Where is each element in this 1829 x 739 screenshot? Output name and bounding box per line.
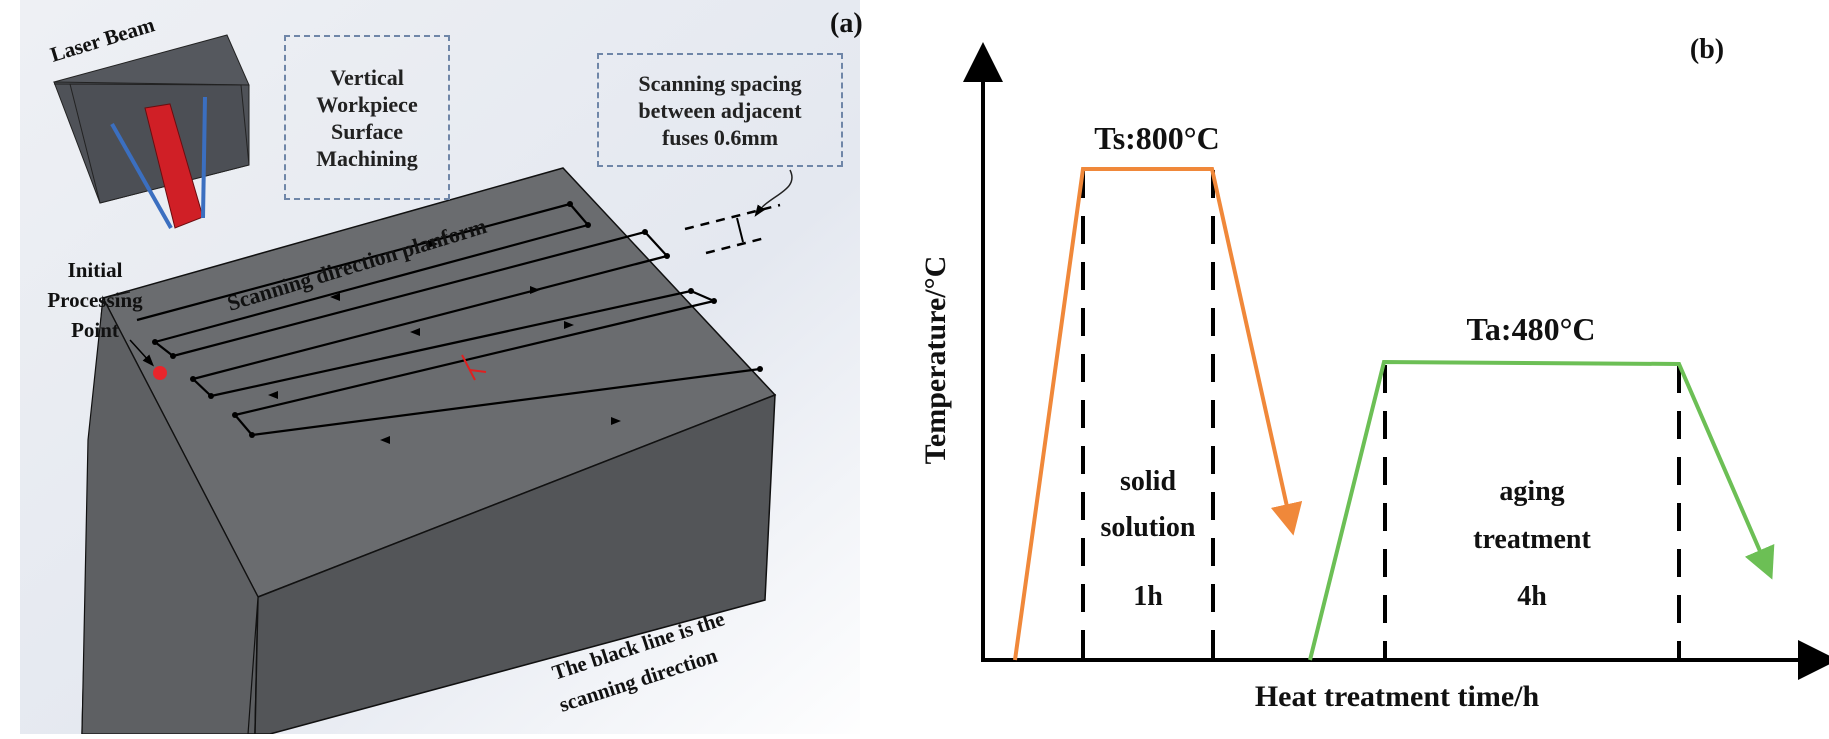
solid-solution-line2: solution — [1101, 512, 1196, 543]
scan-path — [136, 202, 761, 437]
panel-a-label: (a) — [830, 8, 863, 39]
aging-line2: treatment — [1473, 524, 1591, 555]
initial-point-arrow-icon — [129, 339, 155, 367]
red-dimension-mark-icon — [461, 354, 487, 381]
machining-note-line: Surface — [330, 118, 404, 144]
machining-note-line: Workpiece — [316, 91, 418, 117]
x-axis-label: Heat treatment time/h — [1255, 680, 1540, 713]
laser-head-icon — [53, 34, 250, 229]
panel-a-scanning-diagram: Laser Beam — [0, 0, 900, 735]
solid-solution-line1: solid — [1120, 466, 1176, 497]
y-axis-label: Temperature/°C — [919, 256, 952, 465]
direction-arrow-icons — [268, 240, 621, 444]
panel-b-heat-treatment-chart: Ts:800°C Ta:480°C solid solution 1h agin… — [900, 0, 1829, 734]
heat-treatment-chart: Ts:800°C Ta:480°C solid solution 1h agin… — [919, 34, 1829, 713]
aging-duration: 4h — [1517, 581, 1547, 612]
panel-b-label: (b) — [1690, 34, 1724, 65]
spacing-note-line: between adjacent — [638, 97, 802, 123]
solution-curve — [1013, 167, 1303, 661]
spacing-note-box: Scanning spacing between adjacent fuses … — [597, 53, 843, 167]
callout-arrow-icon — [754, 169, 793, 217]
machining-note-line: Vertical — [330, 64, 404, 90]
aging-curve — [1308, 359, 1775, 661]
initial-point-label: Initial Processing Point — [47, 258, 143, 342]
block-front-face — [254, 393, 776, 735]
solid-solution-duration: 1h — [1133, 581, 1163, 612]
machining-note-line: Machining — [316, 145, 418, 171]
workpiece-block — [81, 167, 777, 735]
spacing-note-line: Scanning spacing — [638, 70, 802, 96]
initial-point-icon — [153, 366, 167, 380]
spacing-arrow-icon — [736, 217, 744, 243]
ts-label: Ts:800°C — [1094, 120, 1219, 156]
workpiece-illustration: Laser Beam — [20, 0, 900, 735]
spacing-note-line: fuses 0.6mm — [661, 124, 779, 150]
machining-note-box: Vertical Workpiece Surface Machining — [284, 35, 450, 200]
aging-line1: aging — [1499, 476, 1564, 507]
phase-boundary-lines — [1081, 170, 1681, 660]
ta-label: Ta:480°C — [1467, 311, 1596, 347]
